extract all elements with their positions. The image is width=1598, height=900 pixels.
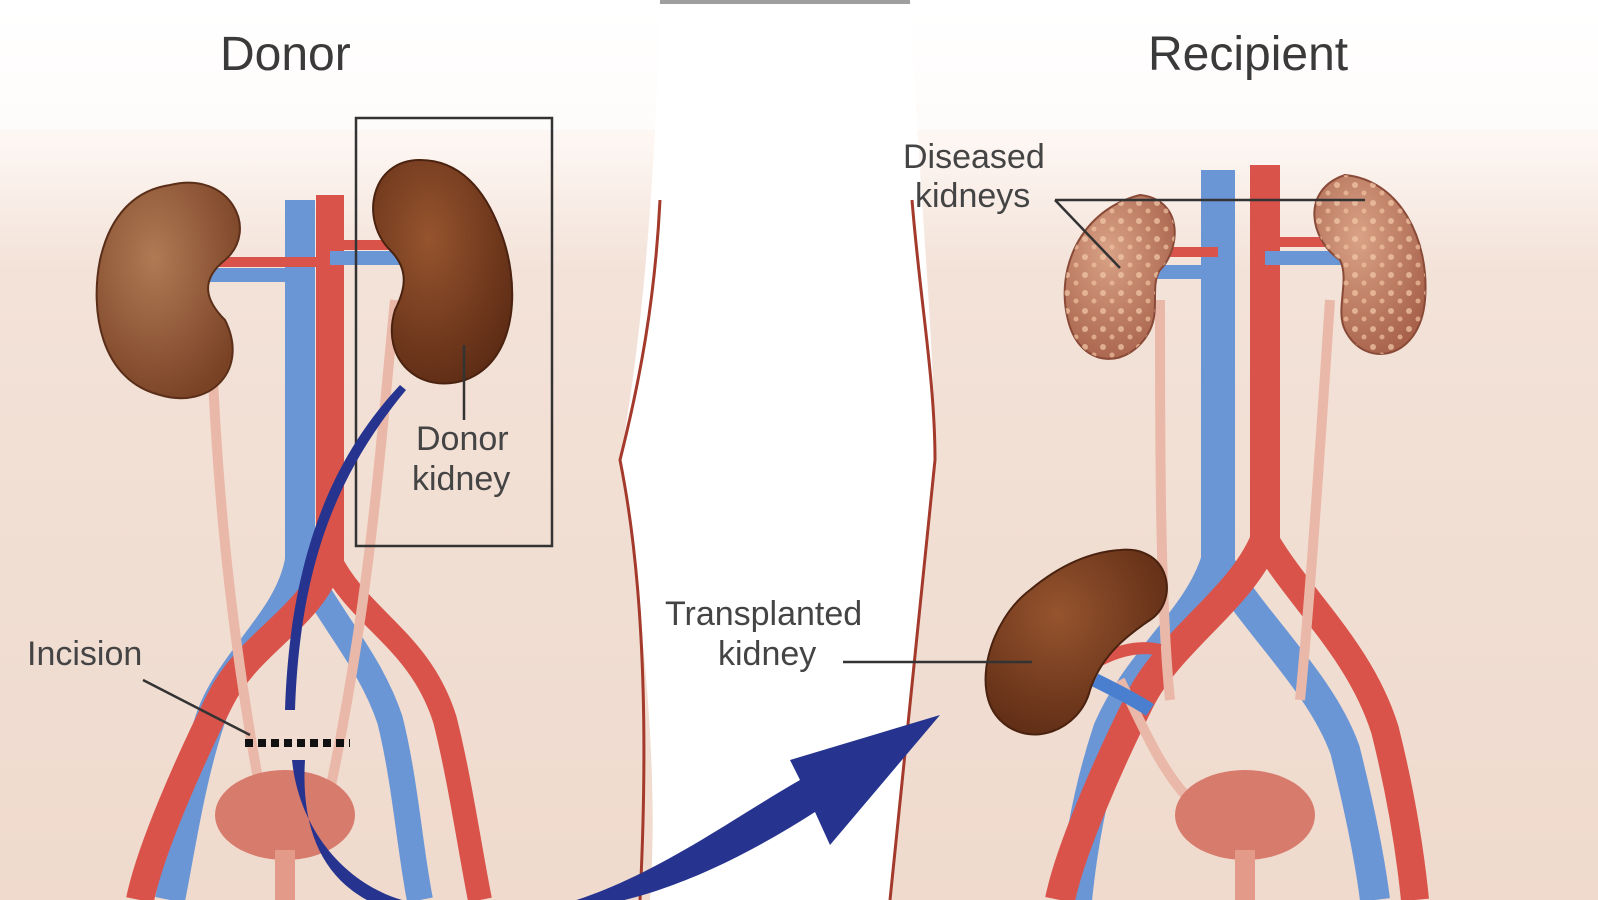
transplanted-kidney [984,548,1168,736]
donor-bladder [215,770,355,860]
donor-title: Donor [220,28,351,81]
donor-kidney [372,158,514,385]
incision-label: Incision [27,635,142,673]
transplanted-kidney-label: Transplanted [665,595,862,633]
donor-kidney-box [354,116,554,548]
donor-body-outline [618,199,662,900]
diseased-kidneys-label-2: kidneys [915,177,1030,215]
donor-vessels [126,195,492,900]
diseased-kidneys [1063,173,1427,360]
donor-kidney-label-2: kidney [412,460,510,498]
recipient-vessels [1045,165,1429,900]
donor-left-kidney [95,181,241,400]
recipient-torso [890,0,1598,900]
recipient-title: Recipient [1148,28,1348,81]
transfer-arrow [285,385,940,900]
recipient-bladder [1175,770,1315,860]
donor-kidney-label: Donor [416,420,509,458]
diseased-kidneys-label: Diseased [903,138,1045,176]
transplanted-kidney-label-2: kidney [718,635,816,673]
